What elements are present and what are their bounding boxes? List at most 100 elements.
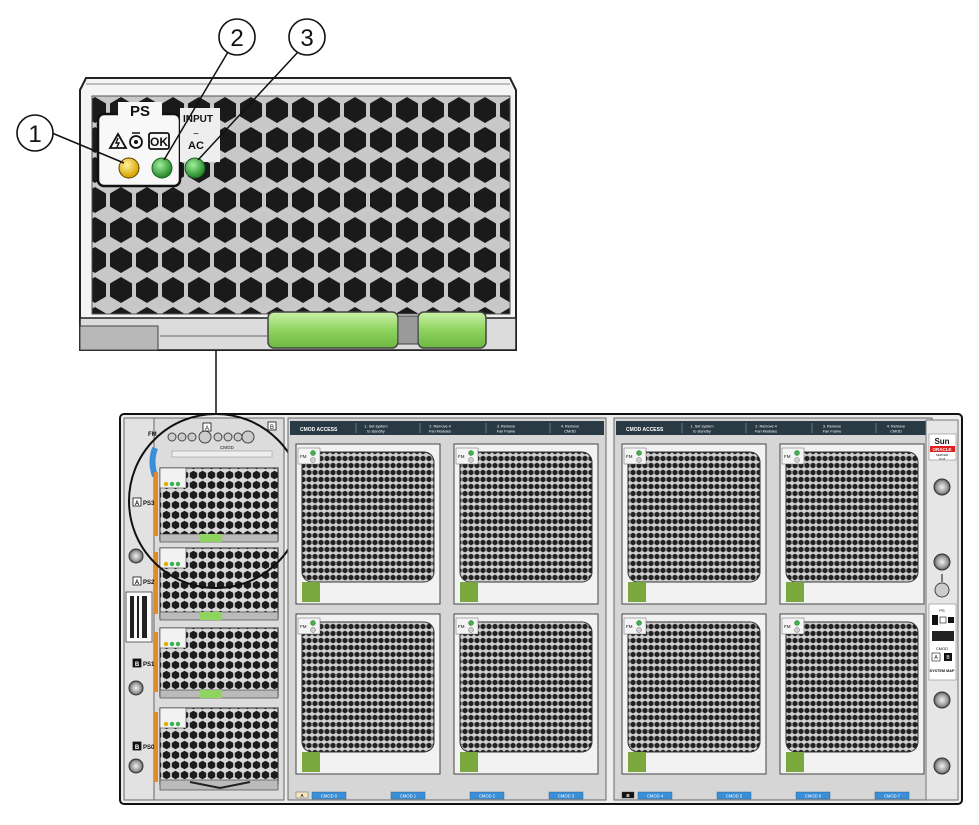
svg-text:CMOD: CMOD bbox=[936, 646, 948, 651]
svg-text:X7-8: X7-8 bbox=[939, 457, 946, 461]
fan-release-latch[interactable] bbox=[628, 582, 646, 602]
fan-release-latch[interactable] bbox=[460, 582, 478, 602]
svg-text:A: A bbox=[934, 655, 938, 661]
banner-step: 2. Remove 4 bbox=[755, 425, 777, 429]
fm-label: FM bbox=[626, 624, 633, 629]
fan-fault-led bbox=[468, 627, 474, 633]
fm-label: FM bbox=[784, 454, 791, 459]
screw-icon bbox=[933, 691, 951, 709]
svg-text:CMOD 4: CMOD 4 bbox=[647, 794, 664, 799]
svg-text:1: 1 bbox=[28, 121, 41, 148]
callout-2: 2 bbox=[218, 18, 256, 56]
svg-text:CMOD 7: CMOD 7 bbox=[884, 794, 901, 799]
banner-step: 4. Remove bbox=[887, 425, 905, 429]
fan-release-latch[interactable] bbox=[302, 752, 320, 772]
banner-step: 4. Remove bbox=[561, 425, 579, 429]
fan-release-latch[interactable] bbox=[302, 582, 320, 602]
fan-fault-led bbox=[636, 627, 642, 633]
ok-led bbox=[151, 157, 173, 179]
fan-module[interactable]: FM bbox=[453, 613, 599, 775]
fm-label: FM bbox=[784, 624, 791, 629]
ac-label: AC bbox=[188, 140, 204, 152]
ps3-module[interactable] bbox=[159, 467, 279, 543]
fan-module[interactable]: FM bbox=[779, 613, 925, 775]
screw-icon bbox=[128, 680, 144, 696]
banner-step: Fan Modules bbox=[755, 430, 777, 434]
input-label: INPUT bbox=[183, 114, 213, 125]
callouts: 1 2 3 bbox=[16, 18, 326, 164]
svg-text:B: B bbox=[135, 662, 140, 668]
ac-led bbox=[184, 157, 206, 179]
fm-label: FM bbox=[300, 624, 307, 629]
brand-column: Sun ORACLE SERVER X7-8 PS CMOD A B SY bbox=[925, 419, 959, 801]
fan-grille bbox=[301, 621, 435, 753]
fan-grille bbox=[301, 451, 435, 583]
svg-text:A: A bbox=[300, 793, 304, 798]
banner-title: CMOD ACCESS bbox=[300, 427, 338, 433]
fault-warning-icon bbox=[108, 132, 128, 149]
fan-module[interactable]: FM bbox=[295, 443, 441, 605]
locate-button[interactable] bbox=[934, 582, 950, 598]
banner-title: CMOD ACCESS bbox=[626, 427, 664, 433]
cmod-access-banner bbox=[290, 421, 604, 435]
svg-text:CMOD 2: CMOD 2 bbox=[479, 794, 496, 799]
fan-module[interactable]: FM bbox=[621, 613, 767, 775]
svg-text:SYSTEM MAP: SYSTEM MAP bbox=[929, 669, 955, 673]
svg-text:PS2: PS2 bbox=[143, 580, 155, 586]
screw-icon bbox=[128, 758, 144, 774]
cmod-label: CMOD 1 bbox=[390, 791, 426, 800]
fm-label: FM bbox=[300, 454, 307, 459]
ps-label: PS bbox=[130, 103, 150, 120]
psu-release-tab[interactable] bbox=[79, 325, 159, 351]
banner-step: to standby bbox=[367, 430, 385, 434]
fan-module[interactable]: FM bbox=[295, 613, 441, 775]
svg-text:CMOD 3: CMOD 3 bbox=[558, 794, 575, 799]
banner-step: Fan Frame bbox=[497, 430, 516, 434]
ps2-module[interactable] bbox=[159, 547, 279, 621]
banner-step: 1. Set system bbox=[690, 425, 713, 429]
cmod-label: CMOD 7 bbox=[874, 791, 910, 800]
fan-fault-led bbox=[636, 457, 642, 463]
banner-step: CMOD bbox=[564, 430, 576, 434]
fm-label: FM bbox=[458, 624, 465, 629]
svg-text:B: B bbox=[270, 425, 274, 431]
psu-handle-left[interactable] bbox=[267, 311, 399, 349]
svg-text:PS3: PS3 bbox=[143, 501, 155, 507]
fan-ok-led bbox=[794, 450, 800, 456]
ac-wave-icon: ~ bbox=[193, 129, 199, 140]
screw-icon bbox=[128, 548, 144, 564]
fan-grille bbox=[627, 621, 761, 753]
fm-label: FM bbox=[458, 454, 465, 459]
banner-step: 1. Set system bbox=[364, 425, 387, 429]
cmod-label: B CMOD 4 bbox=[621, 791, 673, 800]
cmod-label: CMOD 6 bbox=[795, 791, 831, 800]
banner-step: Fan Frame bbox=[823, 430, 842, 434]
svg-text:SERVER: SERVER bbox=[936, 453, 949, 457]
ok-icon bbox=[148, 132, 170, 150]
banner-step: 3. Remove bbox=[497, 425, 515, 429]
svg-text:PS: PS bbox=[939, 608, 945, 613]
fan-release-latch[interactable] bbox=[460, 752, 478, 772]
svg-text:A: A bbox=[135, 501, 140, 507]
fan-ok-led bbox=[310, 450, 316, 456]
fan-ok-led bbox=[636, 620, 642, 626]
fan-release-latch[interactable] bbox=[628, 752, 646, 772]
oracle-logo: ORACLE bbox=[933, 447, 952, 452]
fan-module[interactable]: FM bbox=[621, 443, 767, 605]
fan-release-latch[interactable] bbox=[786, 752, 804, 772]
screw-icon bbox=[933, 757, 951, 775]
banner-step: CMOD bbox=[890, 430, 902, 434]
system-map: PS CMOD A B SYSTEM MAP bbox=[928, 603, 957, 681]
fan-module[interactable]: FM bbox=[779, 443, 925, 605]
svg-text:CMOD 0: CMOD 0 bbox=[321, 794, 338, 799]
psu-handle-right[interactable] bbox=[417, 311, 487, 349]
fan-module[interactable]: FM bbox=[453, 443, 599, 605]
ps1-module[interactable] bbox=[159, 627, 279, 699]
ps0-module[interactable] bbox=[159, 707, 279, 791]
svg-text:B: B bbox=[626, 793, 630, 798]
cmod-access-banner bbox=[616, 421, 930, 435]
fan-release-latch[interactable] bbox=[786, 582, 804, 602]
svg-text:PS0: PS0 bbox=[143, 745, 155, 751]
